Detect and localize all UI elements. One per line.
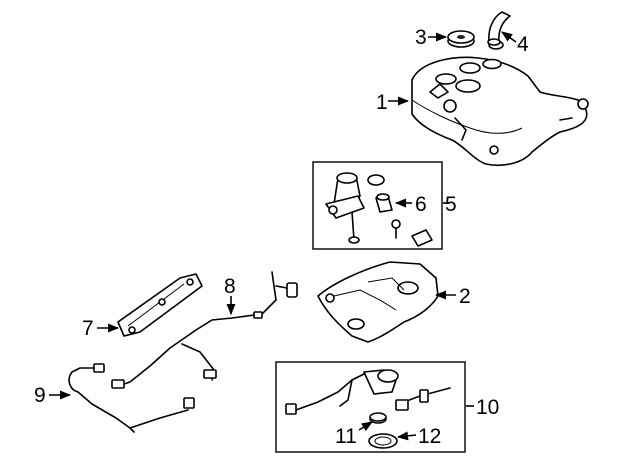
wire-harness-lower-part <box>68 363 195 433</box>
callout-3: 3 <box>415 26 427 49</box>
part-10-group-box <box>275 361 466 453</box>
callout-2: 2 <box>459 285 471 308</box>
callout-11: 11 <box>335 425 357 448</box>
wire-harness-upper-part <box>111 271 298 389</box>
fuel-tank-part <box>411 40 589 167</box>
callout-7: 7 <box>82 317 94 340</box>
callout-1: 1 <box>376 91 388 114</box>
callout-9: 9 <box>34 384 46 407</box>
tank-shield-part <box>317 261 439 343</box>
o-ring-part <box>369 412 387 424</box>
grommet-part <box>447 30 475 48</box>
part-5-group-box <box>312 161 443 250</box>
callout-10: 10 <box>476 396 499 419</box>
heat-shield-part <box>117 273 203 337</box>
vent-hose-part <box>487 11 511 46</box>
callout-12: 12 <box>418 425 441 448</box>
sender-assembly-part <box>285 369 451 415</box>
pump-assembly-part <box>325 172 433 247</box>
callout-4: 4 <box>517 33 529 56</box>
callout-5: 5 <box>445 193 457 216</box>
lock-ring-part <box>368 433 398 449</box>
callout-6: 6 <box>415 193 427 216</box>
callout-8: 8 <box>224 275 236 298</box>
